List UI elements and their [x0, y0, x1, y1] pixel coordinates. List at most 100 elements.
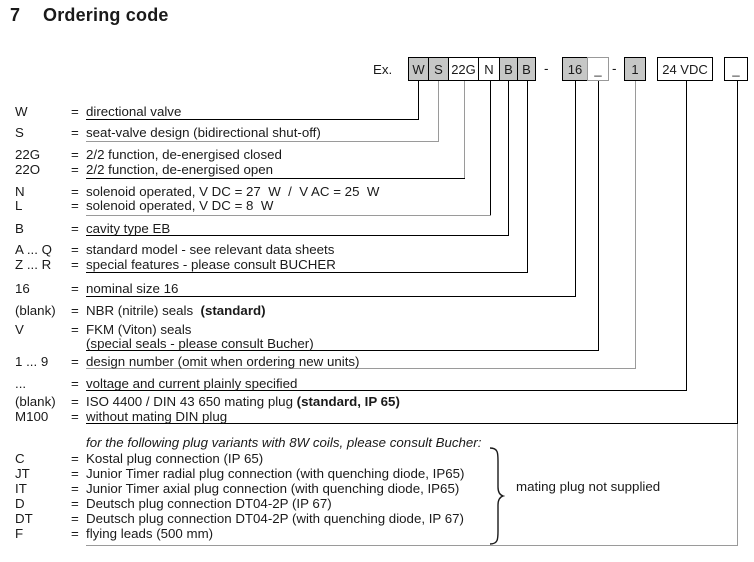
connector-vline-22g — [464, 81, 465, 178]
plug-row-f: F = flying leads (500 mm) — [0, 526, 754, 541]
code-box-n: N — [478, 57, 500, 81]
code-box-b1: B — [499, 57, 518, 81]
legend-row-16: 16 = nominal size 16 — [0, 281, 754, 296]
legend-row-aq: A ... Q = standard model - see relevant … — [0, 242, 754, 257]
connector-vline-w — [418, 81, 419, 119]
equals-sign: = — [71, 511, 79, 526]
code-box-b2: B — [517, 57, 536, 81]
legend-code: Z ... R — [15, 257, 52, 272]
equals-sign: = — [71, 147, 79, 162]
legend-text: special features - please consult BUCHER — [86, 257, 336, 272]
legend-code: B — [15, 221, 24, 236]
equals-sign: = — [71, 104, 79, 119]
underline-bottom — [86, 545, 738, 546]
code-box-plug: _ — [724, 57, 748, 81]
legend-code: N — [15, 184, 25, 199]
legend-row-zr: Z ... R = special features - please cons… — [0, 257, 754, 272]
connector-vline-b1 — [508, 81, 509, 235]
legend-row-l: L = solenoid operated, V DC = 8 W — [0, 198, 754, 213]
legend-text: design number (omit when ordering new un… — [86, 354, 360, 369]
legend-row-w: W = directional valve — [0, 104, 754, 119]
bold-standard-ip65: (standard, IP 65) — [296, 394, 400, 409]
plug-row-d: D = Deutsch plug connection DT04-2P (IP … — [0, 496, 754, 511]
connector-vline-plug-lower — [737, 423, 738, 545]
legend-code: (blank) — [15, 303, 56, 318]
legend-row-design-number: 1 ... 9 = design number (omit when order… — [0, 354, 754, 369]
equals-sign: = — [71, 376, 79, 391]
equals-sign: = — [71, 394, 79, 409]
underline-seals — [86, 350, 599, 351]
equals-sign: = — [71, 221, 79, 236]
legend-code: S — [15, 125, 24, 140]
legend-code: 22O — [15, 162, 41, 177]
plug-code: C — [15, 451, 25, 466]
underline-b — [86, 235, 509, 236]
legend-code: A ... Q — [15, 242, 52, 257]
equals-sign: = — [71, 162, 79, 177]
plug-row-jt: JT = Junior Timer radial plug connection… — [0, 466, 754, 481]
legend-row-v: V = FKM (Viton) seals — [0, 322, 754, 337]
legend-code: ... — [15, 376, 27, 391]
plug-text: Junior Timer axial plug connection (with… — [86, 481, 460, 496]
legend-row-s: S = seat-valve design (bidirectional shu… — [0, 125, 754, 140]
equals-sign: = — [71, 184, 79, 199]
code-box-design: 1 — [624, 57, 646, 81]
underline-16 — [86, 296, 576, 297]
code-box-s: S — [428, 57, 449, 81]
plug-code: D — [15, 496, 25, 511]
code-box-voltage: 24 VDC — [657, 57, 713, 81]
legend-text: without mating DIN plug — [86, 409, 228, 424]
legend-text: cavity type EB — [86, 221, 171, 236]
connector-vline-b2 — [527, 81, 528, 272]
section-number: 7 — [10, 5, 21, 25]
plug-intro-note: for the following plug variants with 8W … — [0, 435, 754, 450]
equals-sign: = — [71, 496, 79, 511]
underline-l — [86, 215, 491, 216]
underline-m100 — [86, 423, 738, 424]
separator-dash-1: - — [544, 61, 549, 76]
plug-code: JT — [15, 466, 30, 481]
page-title: Ordering code — [43, 5, 169, 25]
equals-sign: = — [71, 322, 79, 337]
connector-vline-n — [490, 81, 491, 215]
legend-text: directional valve — [86, 104, 182, 119]
underline-w — [86, 119, 419, 120]
connector-vline-voltage — [686, 81, 687, 390]
connector-vline-design — [635, 81, 636, 368]
legend-code: L — [15, 198, 23, 213]
legend-code: 1 ... 9 — [15, 354, 49, 369]
legend-text: nominal size 16 — [86, 281, 179, 296]
legend-code: 16 — [15, 281, 30, 296]
underline-zr — [86, 272, 528, 273]
underline-design — [86, 368, 636, 369]
right-brace-icon — [489, 447, 505, 545]
code-box-blank-seals: _ — [587, 57, 609, 81]
legend-text: solenoid operated, V DC = 8 W — [86, 198, 274, 213]
example-label: Ex. — [373, 62, 393, 77]
underline-22o — [86, 178, 465, 179]
legend-code: 22G — [15, 147, 41, 162]
legend-code: (blank) — [15, 394, 56, 409]
underline-s — [86, 141, 439, 142]
legend-row-voltage: ... = voltage and current plainly specif… — [0, 376, 754, 391]
plug-text: Kostal plug connection (IP 65) — [86, 451, 264, 466]
legend-code: V — [15, 322, 24, 337]
legend-text: ISO 4400 / DIN 43 650 mating plug (stand… — [86, 394, 400, 409]
legend-row-22o: 22O = 2/2 function, de-energised open — [0, 162, 754, 177]
plug-row-c: C = Kostal plug connection (IP 65) — [0, 451, 754, 466]
code-box-w: W — [408, 57, 429, 81]
legend-code: M100 — [15, 409, 49, 424]
equals-sign: = — [71, 354, 79, 369]
connector-vline-16 — [575, 81, 576, 296]
legend-row-b: B = cavity type EB — [0, 221, 754, 236]
equals-sign: = — [71, 198, 79, 213]
legend-text: FKM (Viton) seals — [86, 322, 192, 337]
plug-text: Deutsch plug connection DT04-2P (IP 67) — [86, 496, 332, 511]
legend-row-22g: 22G = 2/2 function, de-energised closed — [0, 147, 754, 162]
plug-text: Deutsch plug connection DT04-2P (with qu… — [86, 511, 464, 526]
legend-text: seat-valve design (bidirectional shut-of… — [86, 125, 321, 140]
underline-voltage — [86, 390, 687, 391]
equals-sign: = — [71, 526, 79, 541]
separator-dash-2: - — [612, 61, 617, 76]
